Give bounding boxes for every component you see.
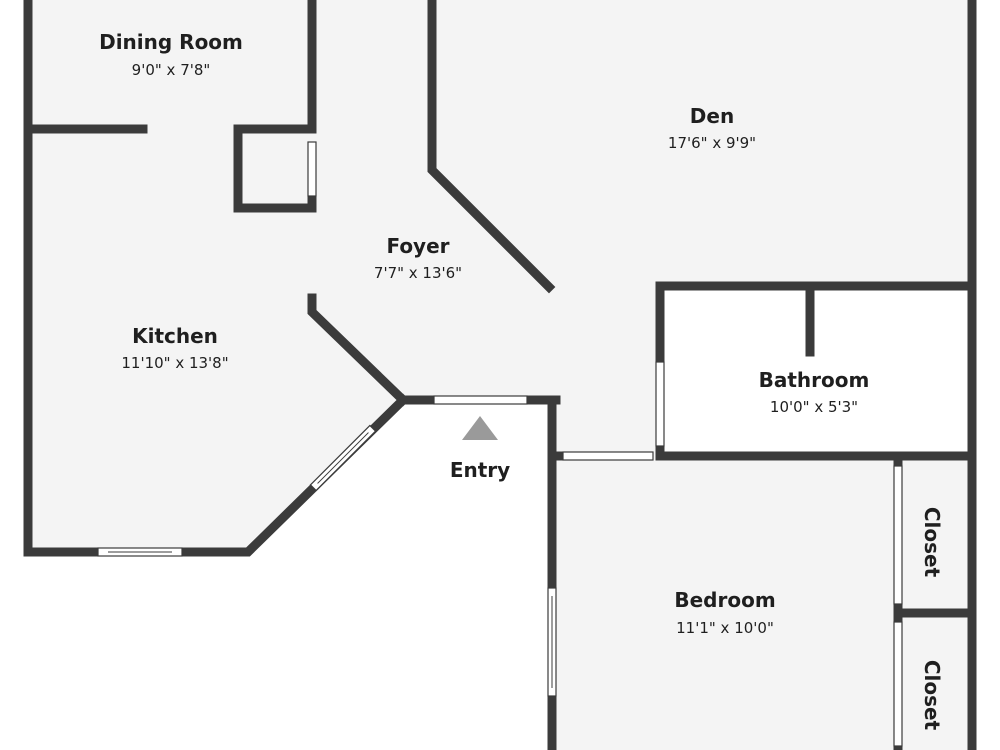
bedroom-name: Bedroom: [674, 588, 775, 612]
bathroom-dims: 10'0" x 5'3": [770, 398, 858, 416]
foyer-dims: 7'7" x 13'6": [374, 264, 462, 282]
door-closet-upper: [893, 465, 903, 605]
dining-room-name: Dining Room: [99, 30, 243, 54]
dining-room-dims: 9'0" x 7'8": [132, 61, 211, 79]
door-small-closet: [307, 141, 317, 197]
bathroom-name: Bathroom: [759, 368, 870, 392]
windows: [97, 141, 903, 747]
floor-areas: [28, 0, 972, 750]
bedroom-dims: 11'1" x 10'0": [676, 619, 774, 637]
window-kitchen-diagonal: [309, 424, 377, 492]
wall-small-closet: [233, 124, 317, 213]
foyer-name: Foyer: [386, 234, 449, 258]
den-dims: 17'6" x 9'9": [668, 134, 756, 152]
kitchen-dims: 11'10" x 13'8": [121, 354, 228, 372]
door-entry: [433, 395, 528, 405]
floor-main: [28, 0, 972, 552]
door-bathroom: [655, 361, 665, 447]
den-name: Den: [690, 104, 734, 128]
closet-upper-name: Closet: [920, 507, 944, 578]
door-bedroom: [562, 451, 654, 461]
entry-label: Entry: [450, 458, 510, 482]
wall-den-left: [427, 0, 556, 294]
wall-kitchen-foyer: [307, 293, 410, 407]
entry-arrow-icon: [462, 416, 498, 440]
door-closet-lower: [893, 621, 903, 747]
kitchen-name: Kitchen: [132, 324, 218, 348]
closet-lower-name: Closet: [920, 660, 944, 731]
room-labels: Dining Room 9'0" x 7'8" Den 17'6" x 9'9"…: [99, 30, 944, 731]
floor-bedroom: [556, 456, 972, 750]
